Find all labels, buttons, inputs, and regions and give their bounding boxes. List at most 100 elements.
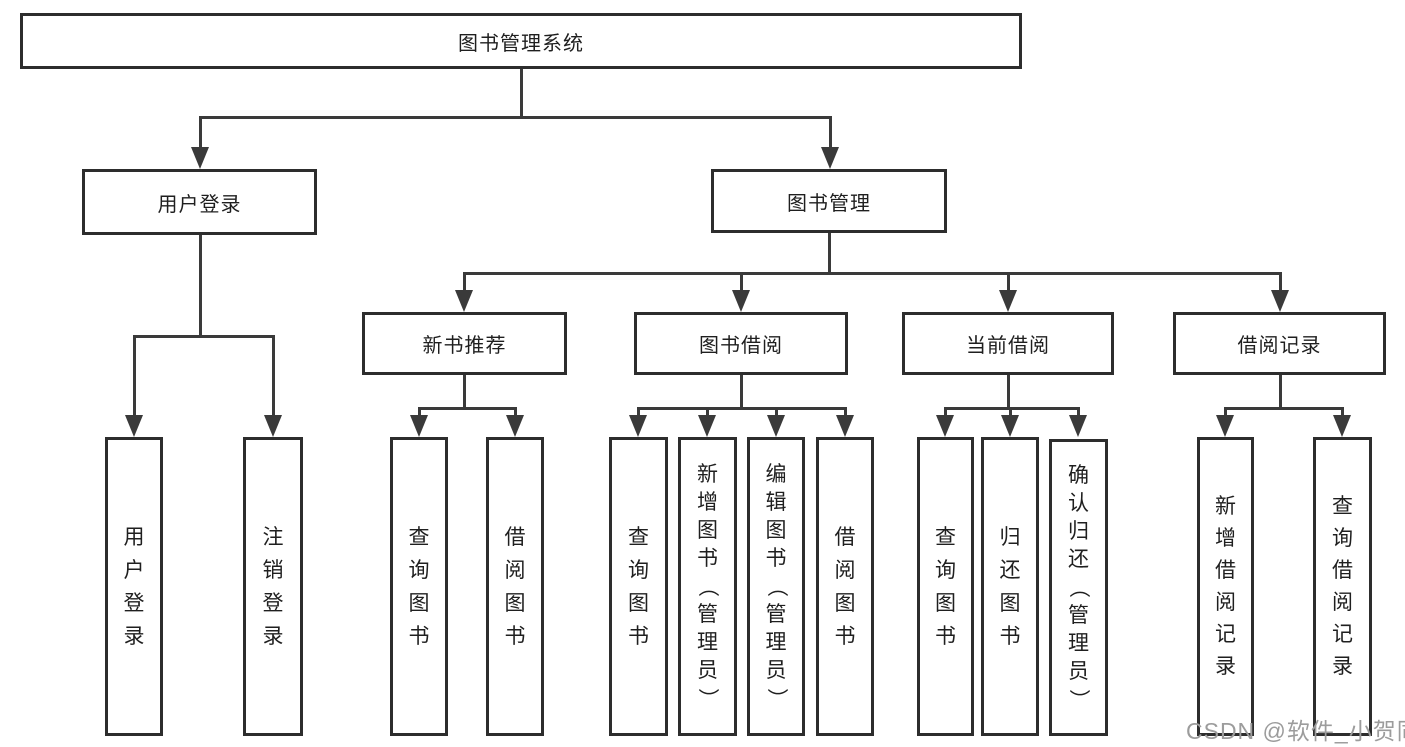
vertical-char: 员 xyxy=(765,659,787,682)
vertical-char: 书 xyxy=(765,547,787,570)
node-label: 新书推荐 xyxy=(422,335,507,357)
vertical-char: 图 xyxy=(935,591,956,615)
connector-line xyxy=(462,271,1282,275)
vertical-char: 图 xyxy=(834,591,856,615)
vertical-char: 书 xyxy=(999,624,1021,648)
leaf-confirm-return-admin: 确认归还（管理员） xyxy=(1049,439,1108,736)
node-user-login: 用户登录 xyxy=(82,169,317,235)
vertical-char: 用 xyxy=(123,525,145,549)
connector-line xyxy=(198,115,832,119)
connector-line xyxy=(1006,272,1010,292)
vertical-char: 理 xyxy=(1068,632,1089,655)
vertical-char: 管 xyxy=(765,603,787,626)
node-label: 借阅记录 xyxy=(1237,335,1322,357)
vertical-char: 管 xyxy=(1068,604,1089,627)
vertical-char: 图 xyxy=(697,519,718,542)
vertical-char: 书 xyxy=(834,624,856,648)
vertical-char: 借 xyxy=(1215,559,1236,582)
connector-line xyxy=(739,272,743,292)
arrowhead xyxy=(767,415,785,437)
arrowhead xyxy=(732,290,750,312)
connector-line xyxy=(1278,375,1282,409)
vertical-char: 还 xyxy=(999,558,1021,582)
arrowhead xyxy=(1069,415,1087,437)
leaf-query-borrow-record: 查询借阅记录 xyxy=(1313,437,1372,736)
vertical-char: 询 xyxy=(1332,527,1353,550)
vertical-char: 增 xyxy=(1215,527,1236,550)
connector-line xyxy=(843,407,847,417)
vertical-char: 理 xyxy=(697,631,718,654)
connector-line xyxy=(462,375,466,409)
vertical-char: （ xyxy=(696,576,719,597)
vertical-char: 员 xyxy=(697,659,718,682)
node-label: 新增图书（管理员） xyxy=(696,440,719,733)
arrowhead xyxy=(264,415,282,437)
connector-line xyxy=(943,406,1080,410)
vertical-char: 理 xyxy=(765,631,787,654)
vertical-char: 询 xyxy=(408,558,430,582)
vertical-char: 新 xyxy=(697,463,718,486)
vertical-char: 认 xyxy=(1068,492,1089,515)
vertical-char: 询 xyxy=(935,558,956,582)
node-label: 图书管理系统 xyxy=(458,32,584,55)
vertical-char: 员 xyxy=(1068,660,1089,683)
connector-line xyxy=(271,335,275,417)
connector-line xyxy=(705,407,709,417)
vertical-char: 图 xyxy=(999,591,1021,615)
connector-line xyxy=(828,116,832,149)
vertical-char: 户 xyxy=(123,558,145,582)
vertical-char: 借 xyxy=(834,525,856,549)
connector-line xyxy=(636,406,847,410)
leaf-add-borrow-record: 新增借阅记录 xyxy=(1197,437,1254,736)
connector-line xyxy=(132,335,136,417)
vertical-char: 还 xyxy=(1068,548,1089,571)
vertical-char: 注 xyxy=(262,525,284,549)
connector-line xyxy=(943,407,947,417)
connector-line xyxy=(774,407,778,417)
connector-line xyxy=(519,69,523,118)
vertical-char: 借 xyxy=(504,525,526,549)
vertical-char: ） xyxy=(764,688,788,709)
arrowhead xyxy=(1001,415,1019,437)
vertical-char: ） xyxy=(1067,689,1090,710)
vertical-char: 阅 xyxy=(1215,591,1236,614)
vertical-char: 查 xyxy=(935,525,956,549)
vertical-char: 录 xyxy=(262,624,284,648)
arrowhead xyxy=(191,147,209,169)
vertical-char: 图 xyxy=(504,591,526,615)
vertical-char: （ xyxy=(1067,577,1090,598)
leaf-borrow-books-recommend: 借阅图书 xyxy=(486,437,544,736)
connector-line xyxy=(739,375,743,409)
connector-line xyxy=(1278,272,1282,292)
connector-line xyxy=(1223,406,1344,410)
node-label: 当前借阅 xyxy=(966,335,1050,357)
node-label: 借阅图书 xyxy=(835,440,856,733)
node-label: 图书管理 xyxy=(787,192,871,215)
vertical-char: 记 xyxy=(1215,623,1236,646)
connector-line xyxy=(1006,375,1010,409)
vertical-char: 录 xyxy=(1215,655,1236,678)
vertical-char: 图 xyxy=(408,591,430,615)
node-label: 归还图书 xyxy=(1000,440,1021,733)
node-library-system: 图书管理系统 xyxy=(20,13,1022,69)
arrowhead xyxy=(936,415,954,437)
node-label: 用户登录 xyxy=(124,440,145,733)
arrowhead xyxy=(1216,415,1234,437)
connector-line xyxy=(1008,407,1012,417)
vertical-char: 登 xyxy=(262,591,284,615)
vertical-char: 询 xyxy=(628,558,649,582)
node-new-book-recommend: 新书推荐 xyxy=(362,312,567,375)
connector-line xyxy=(513,407,517,417)
node-borrow-records: 借阅记录 xyxy=(1173,312,1386,375)
vertical-char: 查 xyxy=(1332,495,1353,518)
node-label: 查询图书 xyxy=(935,440,956,733)
node-label: 借阅图书 xyxy=(505,440,526,733)
arrowhead xyxy=(821,147,839,169)
vertical-char: 辑 xyxy=(765,491,787,514)
leaf-return-books: 归还图书 xyxy=(981,437,1039,736)
vertical-char: 新 xyxy=(1215,495,1236,518)
arrowhead xyxy=(999,290,1017,312)
vertical-char: 书 xyxy=(935,624,956,648)
arrowhead xyxy=(410,415,428,437)
node-label: 编辑图书（管理员） xyxy=(764,440,788,733)
